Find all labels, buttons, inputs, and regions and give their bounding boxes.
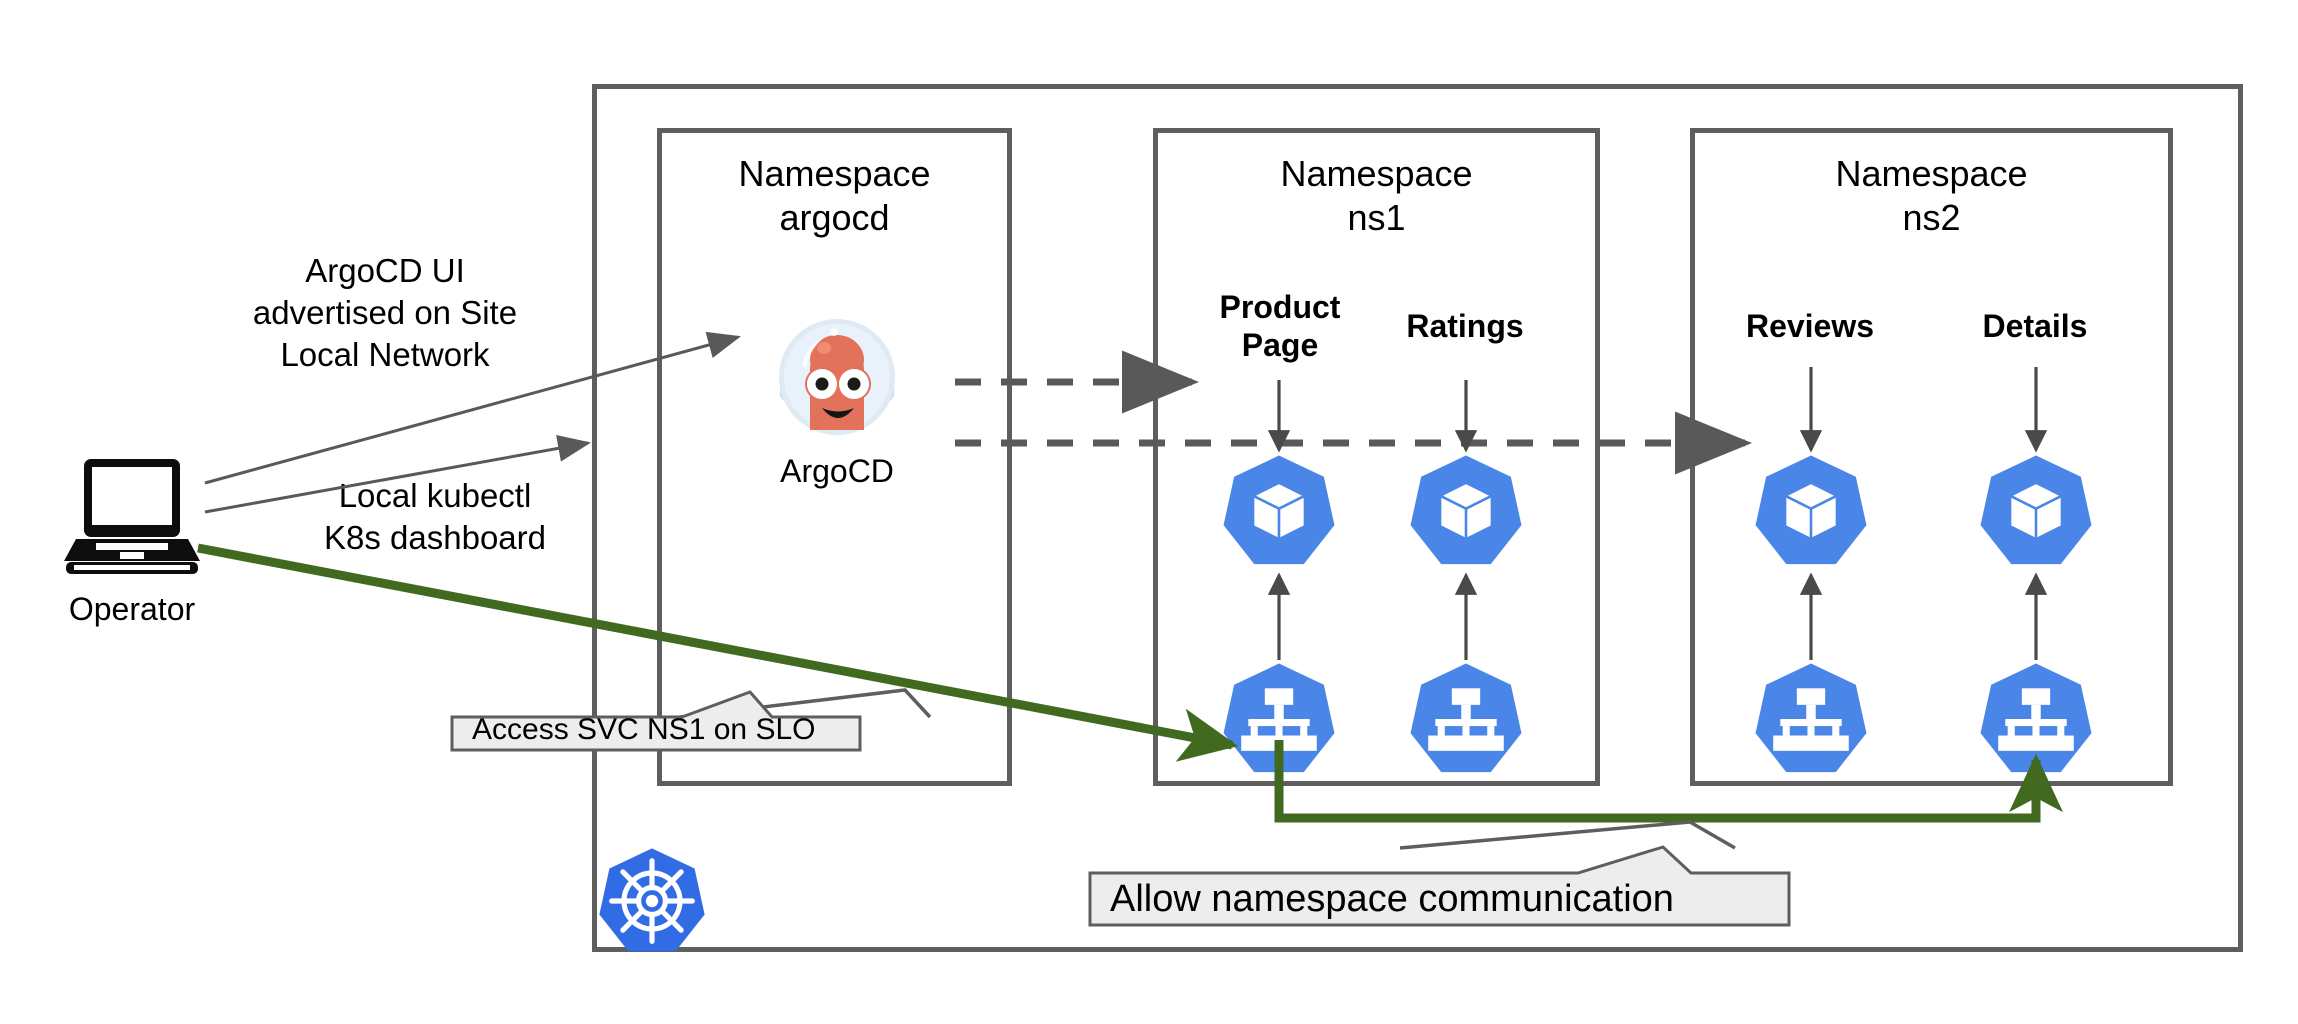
k8s-service-icon	[1755, 663, 1867, 773]
laptop-icon	[64, 459, 200, 574]
arrow-argocd-ui	[204, 331, 741, 485]
namespace-title-ns2: Namespace ns2	[1835, 153, 2028, 238]
namespace-box-argocd	[657, 128, 1012, 786]
arrow-local-kubectl	[204, 435, 591, 514]
k8s-pod-icon	[1755, 455, 1867, 565]
callout-access-svc-text: Access SVC NS1 on SLO	[472, 713, 816, 746]
k8s-pod-icon	[1410, 455, 1522, 565]
namespace-title-ns1: Namespace ns1	[1280, 153, 1473, 238]
k8s-service-icon	[1980, 663, 2092, 773]
operator-label: Operator	[68, 591, 196, 627]
callout-allow-ns-comm: Allow namespace communication	[1088, 845, 1791, 927]
argocd-astronaut-icon	[779, 319, 895, 435]
kubernetes-logo-icon	[599, 848, 705, 952]
k8s-pod-icon	[1980, 455, 2092, 565]
annotation-argocd-ui: ArgoCD UI advertised on Site Local Netwo…	[252, 252, 518, 373]
callout-allow-ns-comm-text: Allow namespace communication	[1110, 877, 1674, 920]
argocd-label: ArgoCD	[780, 453, 894, 489]
namespace-title-argocd: Namespace argocd	[738, 153, 931, 238]
cluster-boundary	[592, 84, 2243, 952]
k8s-pod-icon	[1223, 455, 1335, 565]
workload-title-product-page: Product Page	[1219, 289, 1341, 363]
workload-title-details: Details	[1982, 308, 2088, 344]
workload-title-reviews: Reviews	[1745, 308, 1875, 344]
callout-access-svc: Access SVC NS1 on SLO	[450, 690, 862, 752]
namespace-box-ns1	[1153, 128, 1600, 786]
green-arrow-operator-to-ns1-service	[197, 543, 1239, 762]
workload-title-ratings: Ratings	[1406, 308, 1524, 344]
green-path-ns1-to-ns2	[1274, 740, 2063, 823]
callout-leader-allow-ns	[1399, 820, 1736, 850]
annotation-local-kubectl: Local kubectl K8s dashboard	[324, 477, 546, 556]
k8s-service-icon	[1410, 663, 1522, 773]
